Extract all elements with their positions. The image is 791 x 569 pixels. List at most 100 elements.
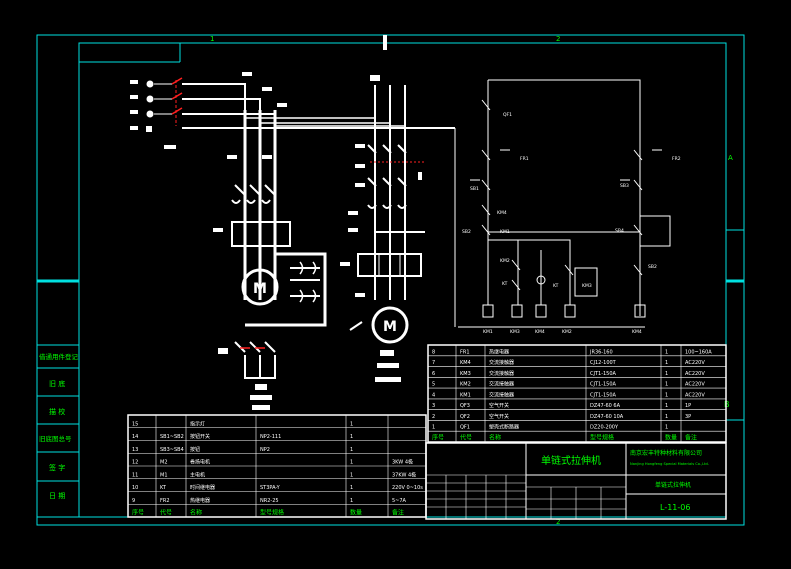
company-name-en: Nanjing Hongfeng Special Materials Co.,L… [630, 462, 709, 466]
bom-cell: AC220V [685, 382, 705, 388]
bom-cell: CJT1-150A [590, 371, 617, 377]
bom-cell: 10 [132, 485, 138, 491]
side-registration-column: 借通用件登记 旧 底 描 校 旧底图总号 签 字 日 期 [36, 344, 80, 518]
bom-header-cell: 代号 [160, 509, 172, 517]
bom-header-cell: 序号 [432, 434, 444, 442]
bom-cell: NR2-25 [260, 498, 279, 504]
control-label: KM4 [497, 210, 507, 216]
bom-cell: 按钮开关 [190, 433, 210, 440]
control-label: KM1 [500, 229, 510, 235]
bom-header-cell: 名称 [190, 509, 202, 517]
bom-header-cell: 数量 [350, 509, 362, 517]
control-label: SB4 [615, 228, 624, 234]
control-label: SB3 [620, 183, 629, 189]
bom-cell: 交流接触器 [489, 370, 514, 377]
control-label: KT [553, 283, 559, 289]
motor-m1-label: M [253, 281, 267, 297]
control-label: KM1 [483, 329, 493, 335]
bom-cell: 3P [685, 414, 691, 420]
bom-cell: KT [160, 485, 167, 491]
bom-cell: QF1 [460, 425, 470, 431]
side-label: 借通用件登记 [39, 352, 79, 361]
bom-cell: 指示灯 [190, 420, 205, 427]
bom-cell: 1 [665, 349, 668, 355]
side-label: 旧 底 [49, 379, 65, 388]
bom-cell: DZ20-200Y [590, 425, 619, 431]
drawing-name: 单链式拉伸机 [655, 481, 691, 489]
zone-label-top-2: 2 [556, 35, 560, 43]
bom-cell: 14 [132, 434, 138, 440]
company-name: 南京宏丰特种材料有限公司 [630, 449, 702, 457]
control-label: SB2 [462, 229, 471, 235]
bom-cell: 1 [432, 425, 435, 431]
bom-cell: NP2-111 [260, 434, 281, 440]
bom-cell: 塑壳式断路器 [489, 424, 519, 431]
bom-cell: QF2 [460, 414, 470, 420]
bom-cell: DZ47-60 10A [590, 414, 624, 420]
bom-header-cell: 型号规格 [590, 434, 614, 442]
bom-cell: 1 [665, 371, 668, 377]
bom-cell: 交流接触器 [489, 359, 514, 366]
bom-cell: NP2 [260, 447, 270, 453]
bom-cell: FR2 [160, 498, 170, 504]
control-circuit: QF1 FR1 SB1 KM4 KM1 SB2 KM2 KT FR2 SB3 S… [454, 79, 681, 335]
bom-cell: 1 [350, 498, 353, 504]
zone-label-bottom-2: 2 [556, 518, 560, 526]
bom-cell: 15 [132, 421, 138, 427]
control-label: FR1 [520, 156, 529, 162]
bom-cell: 1 [350, 447, 353, 453]
side-label: 日 期 [49, 492, 65, 500]
bom-header-cell: 名称 [489, 434, 501, 442]
bom-cell: 220V 0~10s [392, 485, 423, 491]
bom-cell: 6 [432, 371, 435, 377]
bom-header-cell: 备注 [392, 509, 404, 517]
control-label: KM3 [510, 329, 520, 335]
bom-cell: 1 [665, 414, 668, 420]
bom-cell: KM4 [460, 360, 471, 366]
bom-cell: 4 [432, 392, 435, 398]
bom-cell: 1 [350, 434, 353, 440]
bom-cell: 1 [350, 460, 353, 466]
bom-cell: 1 [665, 425, 668, 431]
zone-label-right-a: A [728, 154, 733, 162]
control-label: KM2 [562, 329, 572, 335]
bom-cell: 3KW 4极 [392, 459, 413, 466]
control-label: SB2 [648, 264, 657, 270]
bom-cell: 主电机 [190, 471, 205, 478]
bom-cell: 1 [665, 392, 668, 398]
zone-label-top-1: 1 [210, 35, 214, 43]
bom-header-cell: 型号规格 [260, 509, 284, 517]
bom-cell: 按钮 [190, 446, 200, 453]
bom-cell: 12 [132, 460, 138, 466]
control-label: KM4 [535, 329, 545, 335]
bom-cell: 1 [665, 382, 668, 388]
bom-cell: 1 [350, 485, 353, 491]
bom-cell: M2 [160, 460, 168, 466]
bom-cell: 3 [432, 403, 435, 409]
drawing-title: 单链式拉伸机 [541, 454, 601, 467]
bom-cell: 100~160A [685, 349, 712, 355]
bom-cell: 7 [432, 360, 435, 366]
bom-header-cell: 数量 [665, 434, 677, 442]
bom-cell: 交流接触器 [489, 381, 514, 388]
bom-cell: 卷扬电机 [190, 459, 210, 466]
control-label: KM2 [500, 258, 510, 264]
control-label: SB1 [470, 186, 479, 192]
control-label: KM4 [632, 329, 642, 335]
drawing-number: L-11-06 [660, 503, 690, 512]
bom-cell: 8 [432, 349, 435, 355]
bom-cell: 2 [432, 414, 435, 420]
side-label: 描 校 [49, 407, 65, 416]
bom-cell: 9 [132, 498, 135, 504]
bom-cell: SB1~SB2 [160, 434, 184, 440]
bom-cell: KM1 [460, 392, 471, 398]
bom-cell: JR36-160 [589, 349, 613, 355]
hoist-motor-circuit: M [340, 75, 425, 382]
bom-cell: 空气开关 [489, 402, 509, 409]
bom-cell: CJ12-100T [590, 360, 617, 366]
bom-cell: AC220V [685, 371, 705, 377]
bom-cell: 空气开关 [489, 413, 509, 420]
